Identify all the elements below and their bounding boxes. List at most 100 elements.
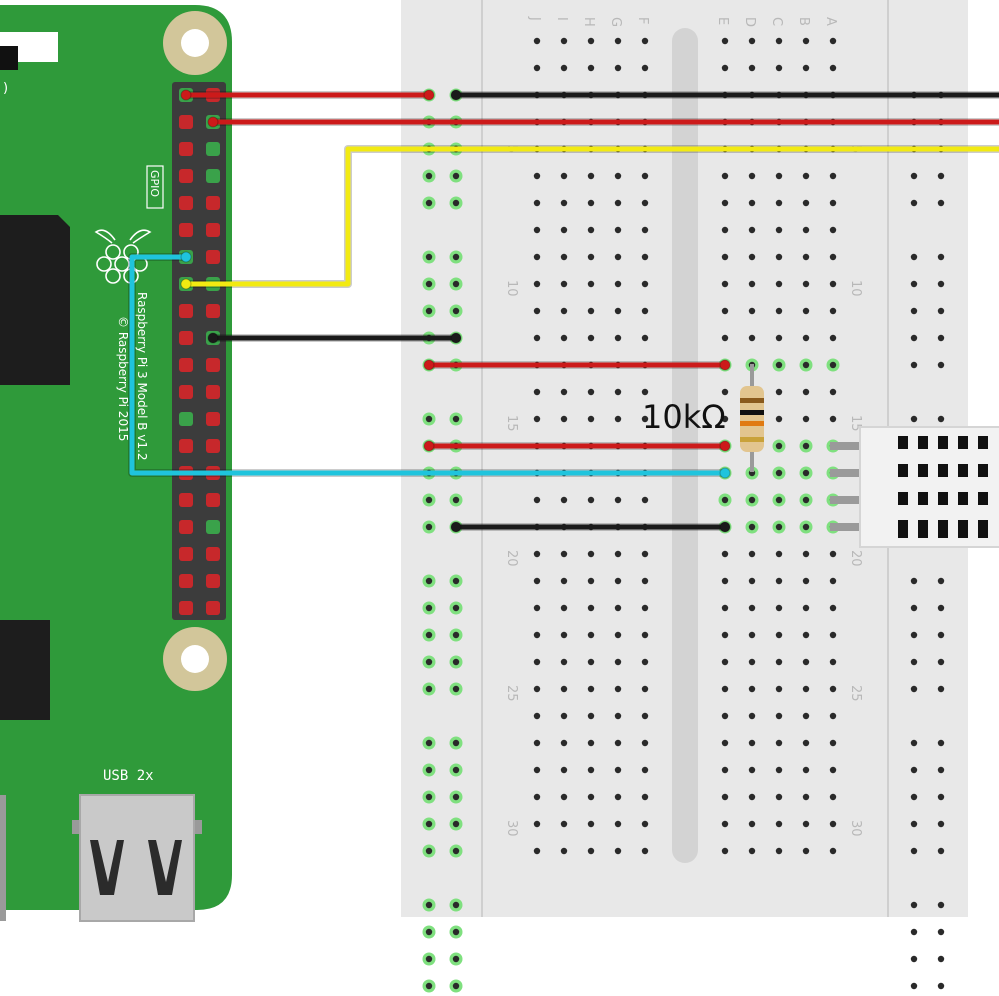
breadboard-hole xyxy=(641,793,649,801)
wire-red-5v-to-rail-end xyxy=(423,89,435,101)
breadboard-hole xyxy=(721,415,729,423)
rail-hole xyxy=(425,982,433,990)
rail-hole xyxy=(937,361,945,369)
breadboard-hole xyxy=(721,766,729,774)
gpio-pin xyxy=(179,358,193,372)
breadboard-hole xyxy=(587,820,595,828)
rail-hole xyxy=(910,847,918,855)
breadboard-hole xyxy=(721,604,729,612)
column-label: I xyxy=(554,17,569,21)
sensor-vent xyxy=(898,464,908,477)
breadboard-hole xyxy=(829,334,837,342)
breadboard-hole xyxy=(560,712,568,720)
rail-hole xyxy=(452,955,460,963)
usb-label: USB 2x xyxy=(103,768,154,784)
breadboard-hole xyxy=(775,496,783,504)
row-label: 30 xyxy=(504,820,519,837)
breadboard-hole xyxy=(829,388,837,396)
breadboard-hole xyxy=(802,496,810,504)
rail-hole xyxy=(452,253,460,261)
resistor-10k xyxy=(740,364,764,472)
breadboard-hole xyxy=(614,820,622,828)
breadboard-hole xyxy=(802,37,810,45)
rail-hole xyxy=(425,847,433,855)
sensor-vent xyxy=(898,520,908,538)
rail-hole xyxy=(425,415,433,423)
rail-hole xyxy=(452,631,460,639)
breadboard-hole xyxy=(587,550,595,558)
wire-yellow-signal xyxy=(183,146,999,287)
breadboard-hole xyxy=(614,793,622,801)
breadboard-hole xyxy=(533,631,541,639)
gpio-pin xyxy=(206,223,220,237)
wire-black-ground-end xyxy=(450,332,462,344)
breadboard-hole xyxy=(721,658,729,666)
breadboard-hole xyxy=(748,631,756,639)
breadboard-hole xyxy=(748,820,756,828)
gpio-pin xyxy=(206,547,220,561)
gpio-pin xyxy=(179,115,193,129)
breadboard-hole xyxy=(533,604,541,612)
wire-red-power-end xyxy=(207,116,219,128)
column-label: C xyxy=(769,17,784,26)
breadboard-hole xyxy=(748,604,756,612)
breadboard-hole xyxy=(587,712,595,720)
breadboard-hole xyxy=(587,604,595,612)
breadboard-hole xyxy=(802,172,810,180)
breadboard-hole xyxy=(721,37,729,45)
rail-hole xyxy=(425,685,433,693)
column-label: F xyxy=(635,17,650,24)
breadboard-hole xyxy=(721,550,729,558)
sensor-vent xyxy=(898,492,908,505)
breadboard-hole xyxy=(533,226,541,234)
breadboard-hole xyxy=(802,739,810,747)
breadboard-hole xyxy=(721,496,729,504)
breadboard-hole xyxy=(533,712,541,720)
breadboard-hole xyxy=(775,415,783,423)
gpio-label-box xyxy=(146,165,164,209)
breadboard-hole xyxy=(775,631,783,639)
gpio-pin xyxy=(179,196,193,210)
breadboard-hole xyxy=(560,604,568,612)
gpio-pin xyxy=(206,439,220,453)
rail-hole xyxy=(910,361,918,369)
gpio-pin xyxy=(179,574,193,588)
breadboard-hole xyxy=(560,64,568,72)
breadboard-hole xyxy=(775,685,783,693)
breadboard-hole xyxy=(641,496,649,504)
breadboard-hole xyxy=(560,496,568,504)
breadboard-hole xyxy=(641,658,649,666)
breadboard-hole xyxy=(748,496,756,504)
gpio-pin xyxy=(206,412,220,426)
wire-black-sensor-gnd-end xyxy=(719,521,731,533)
breadboard-hole xyxy=(533,739,541,747)
rail-hole xyxy=(425,307,433,315)
breadboard-hole xyxy=(587,496,595,504)
rail-hole xyxy=(937,793,945,801)
rail-hole xyxy=(425,253,433,261)
wire-red-resistor-top-end xyxy=(719,359,731,371)
rail-hole xyxy=(937,658,945,666)
column-label: D xyxy=(742,17,757,27)
breadboard-hole xyxy=(533,199,541,207)
sensor-vent xyxy=(918,492,928,505)
breadboard-hole xyxy=(587,307,595,315)
breadboard-hole xyxy=(587,172,595,180)
breadboard-hole xyxy=(533,415,541,423)
breadboard-hole xyxy=(587,388,595,396)
row-label: 30 xyxy=(848,820,863,837)
sensor-vent xyxy=(978,464,988,477)
breadboard-hole xyxy=(802,604,810,612)
row-label: 25 xyxy=(848,685,863,702)
breadboard-hole xyxy=(721,226,729,234)
breadboard-hole xyxy=(748,523,756,531)
breadboard-hole xyxy=(614,550,622,558)
rail-hole xyxy=(452,847,460,855)
breadboard-hole xyxy=(560,280,568,288)
breadboard-hole xyxy=(560,577,568,585)
wire-black-rail-ground-end xyxy=(450,89,462,101)
breadboard-hole xyxy=(802,685,810,693)
breadboard-hole xyxy=(775,64,783,72)
breadboard-hole xyxy=(560,307,568,315)
